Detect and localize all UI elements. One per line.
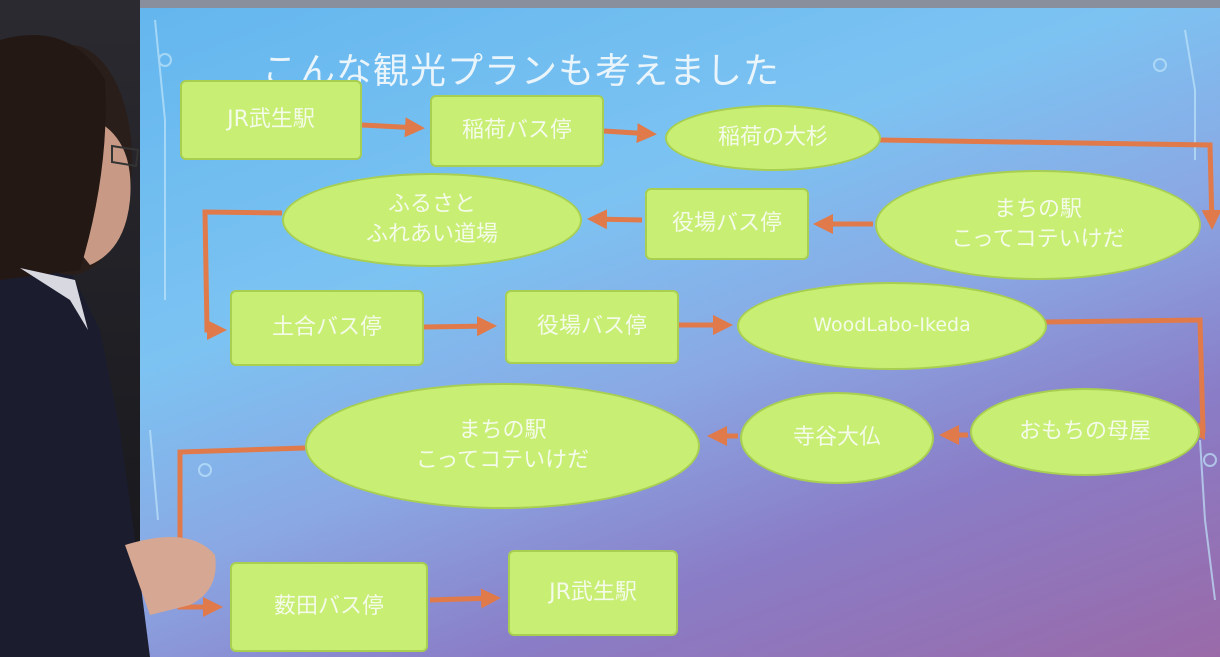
node-inari-bus-stop: 稲荷バス停 xyxy=(430,95,604,167)
node-machi-no-eki-2: まちの駅 こってコテいけだ xyxy=(305,383,700,509)
node-omochi-no-omoya: おもちの母屋 xyxy=(970,388,1200,476)
arrow xyxy=(429,588,501,609)
arrow xyxy=(361,117,425,138)
arrow xyxy=(587,209,643,230)
node-furusato-dojo: ふるさと ふれあい道場 xyxy=(282,173,582,267)
node-jr-takefu-station: JR武生駅 xyxy=(180,80,362,160)
node-inari-cedar: 稲荷の大杉 xyxy=(665,105,881,171)
node-jr-takefu-station-end: JR武生駅 xyxy=(508,550,678,636)
node-yakuba-bus-stop-1: 役場バス停 xyxy=(645,188,809,260)
screen-top-edge xyxy=(140,0,1220,8)
node-yakuba-bus-stop-2: 役場バス停 xyxy=(505,290,679,364)
arrow xyxy=(177,445,306,617)
presenter-person xyxy=(0,35,216,657)
arrow xyxy=(202,209,283,340)
node-machi-no-eki-1: まちの駅 こってコテいけだ xyxy=(875,170,1201,280)
node-yabuta-bus-stop: 薮田バス停 xyxy=(230,562,428,652)
node-doai-bus-stop: 土合バス停 xyxy=(230,290,424,366)
arrow xyxy=(423,316,497,337)
node-teradani-daibutsu: 寺谷大仏 xyxy=(740,392,934,484)
arrow xyxy=(603,123,657,144)
arrow xyxy=(879,137,1220,230)
node-woodlabo-ikeda: WoodLabo-Ikeda xyxy=(737,282,1047,370)
